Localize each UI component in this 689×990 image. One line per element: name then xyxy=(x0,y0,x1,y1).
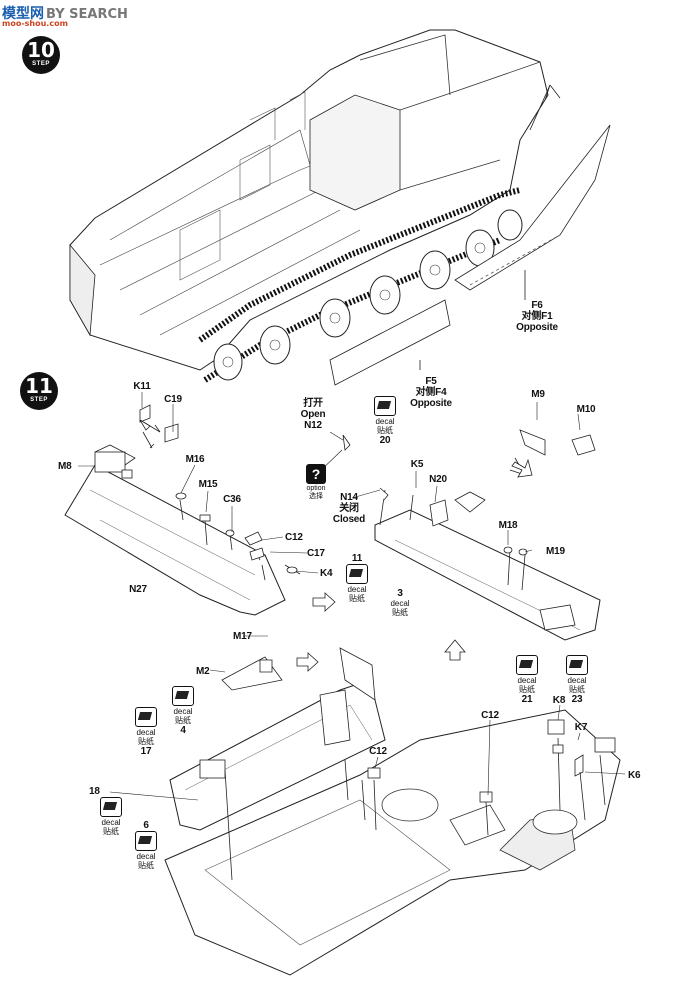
label-f6: F6 对侧F1 Opposite xyxy=(516,300,558,333)
label-m17: M17 xyxy=(233,631,252,642)
step10-arrows xyxy=(419,84,561,370)
floor-plate-right xyxy=(342,429,601,641)
side-skirt-f5 xyxy=(329,299,451,386)
label-m9: M9 xyxy=(531,389,545,400)
label-m15: M15 xyxy=(198,479,218,490)
decal-23: decal 贴纸 23 xyxy=(555,655,599,705)
watermark-brand: 模型网 xyxy=(2,6,44,22)
label-k7: K7 xyxy=(574,722,588,733)
leader-lines xyxy=(78,392,626,801)
decal-icon xyxy=(374,396,396,416)
decal-icon xyxy=(100,797,122,817)
label-m10: M10 xyxy=(576,404,596,415)
label-k8: K8 xyxy=(552,695,566,706)
step-10-number: 10 xyxy=(27,38,55,62)
label-k4: K4 xyxy=(320,568,333,579)
decal-18: 18 decal 贴纸 xyxy=(89,786,122,836)
option-label-cn: 选择 xyxy=(309,493,323,500)
hull-side-panel xyxy=(169,679,386,881)
label-n27: N27 xyxy=(129,584,147,595)
label-c12-c: C12 xyxy=(369,746,387,757)
decal-icon xyxy=(346,564,368,584)
option-label-en: option xyxy=(306,485,326,492)
label-m2: M2 xyxy=(196,666,210,677)
label-k6: K6 xyxy=(628,770,641,781)
floor-plate-n27 xyxy=(64,404,301,616)
hull-floor xyxy=(164,709,621,976)
decal-icon xyxy=(135,831,157,851)
label-c36: C36 xyxy=(223,494,241,505)
question-icon: ? xyxy=(306,464,326,484)
label-c19: C19 xyxy=(164,394,182,405)
step-11-label: STEP xyxy=(30,397,48,403)
decal-17: decal 贴纸 17 xyxy=(124,707,168,757)
label-m18: M18 xyxy=(498,520,518,531)
decal-icon xyxy=(516,655,538,675)
plate-m2 xyxy=(221,647,376,701)
decal-icon xyxy=(135,707,157,727)
label-m8: M8 xyxy=(58,461,72,472)
label-c12-b: C12 xyxy=(481,710,499,721)
decal-icon xyxy=(566,655,588,675)
watermark-url: moo-shou.com xyxy=(2,19,68,28)
label-closed: N14 关闭 Closed xyxy=(332,492,366,525)
label-open: 打开 Open N12 xyxy=(300,398,326,431)
label-m19: M19 xyxy=(546,546,565,557)
decal-20: decal 贴纸 20 xyxy=(363,396,407,446)
label-f5: F5 对侧F4 Opposite xyxy=(410,376,452,409)
label-c17: C17 xyxy=(307,548,325,559)
label-m16: M16 xyxy=(185,454,205,465)
label-n20: N20 xyxy=(429,474,447,485)
option-badge: ? option 选择 xyxy=(296,464,336,501)
step-10-label: STEP xyxy=(32,61,50,67)
decal-21: decal 贴纸 21 xyxy=(505,655,549,705)
decal-6: 6 decal 贴纸 xyxy=(135,820,157,870)
label-c12-a: C12 xyxy=(285,532,303,543)
direction-arrows xyxy=(139,419,533,672)
watermark-search: BY SEARCH xyxy=(46,7,128,22)
decal-icon xyxy=(172,686,194,706)
step-11-number: 11 xyxy=(25,374,53,398)
side-skirt-f6 xyxy=(454,124,611,291)
label-k11: K11 xyxy=(133,381,151,392)
decal-3: 3 decal 贴纸 xyxy=(390,588,410,617)
decal-4: decal 贴纸 4 xyxy=(161,686,205,736)
step-11-badge: 11 STEP xyxy=(20,372,58,410)
decal-11: 11 decal 贴纸 xyxy=(346,553,368,603)
step-10-badge: 10 STEP xyxy=(22,36,60,74)
small-parts-right xyxy=(367,719,616,836)
label-k5: K5 xyxy=(410,459,424,470)
hull-upper-assembly xyxy=(69,29,549,383)
